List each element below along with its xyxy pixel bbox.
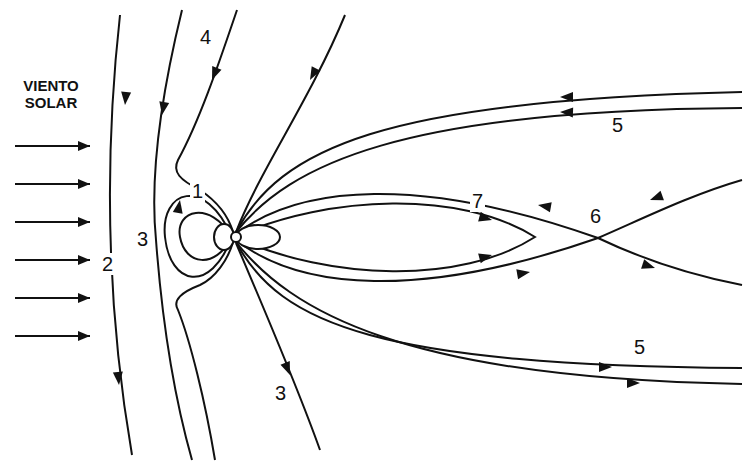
- callout-number: 5: [632, 336, 647, 358]
- callout-number: 6: [588, 205, 603, 227]
- callout-number: 3: [135, 228, 150, 250]
- callout-number: 2: [100, 253, 115, 275]
- callout-number: 7: [470, 190, 485, 212]
- callout-number: 5: [610, 114, 625, 136]
- solar-wind-label: VIENTO SOLAR: [8, 78, 94, 111]
- callout-number: 4: [198, 26, 213, 48]
- callout-number: 1: [190, 180, 205, 202]
- callout-number: 3: [273, 382, 288, 404]
